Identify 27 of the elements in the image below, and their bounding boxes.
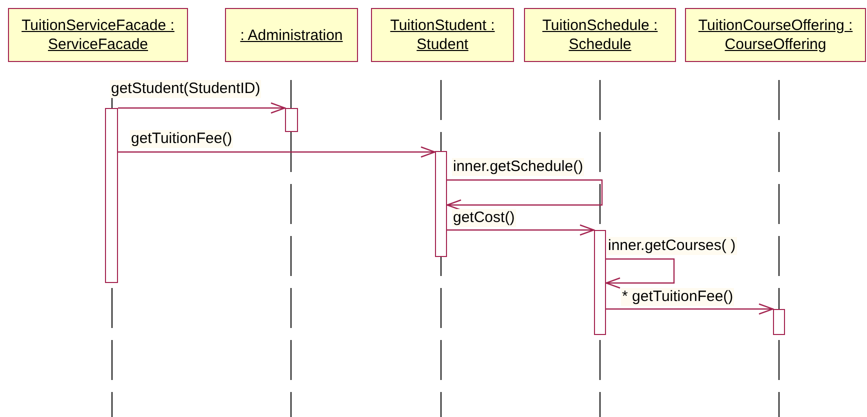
object-name: TuitionServiceFacade : ServiceFacade <box>20 16 176 54</box>
message-label: inner.getSchedule() <box>452 158 584 176</box>
message-label: getTuitionFee() <box>130 130 234 148</box>
activation-bar <box>594 230 606 335</box>
message-arrow <box>606 303 774 315</box>
message-arrow <box>605 258 675 289</box>
object-name: : Administration <box>240 26 343 44</box>
object-name: TuitionSchedule : Schedule <box>541 16 659 54</box>
activation-bar <box>773 309 785 335</box>
message-label: * getTuitionFee() <box>621 288 734 306</box>
activation-bar <box>285 108 298 132</box>
object-box <box>371 8 514 62</box>
object-box <box>8 8 188 62</box>
message-arrow <box>447 224 595 236</box>
object-name: TuitionStudent : Student <box>389 16 496 54</box>
message-label: getCost() <box>452 209 516 227</box>
activation-bar <box>435 151 447 257</box>
object-box <box>524 8 676 62</box>
activation-bar <box>105 108 118 283</box>
object-box <box>225 8 358 62</box>
message-arrow <box>446 179 603 211</box>
message-arrow <box>118 102 286 114</box>
object-box <box>685 8 866 62</box>
message-label: inner.getCourses( ) <box>607 237 737 255</box>
message-label: getStudent(StudentID) <box>110 80 262 98</box>
message-arrow <box>118 146 436 158</box>
object-name: TuitionCourseOffering : CourseOffering <box>697 16 854 54</box>
